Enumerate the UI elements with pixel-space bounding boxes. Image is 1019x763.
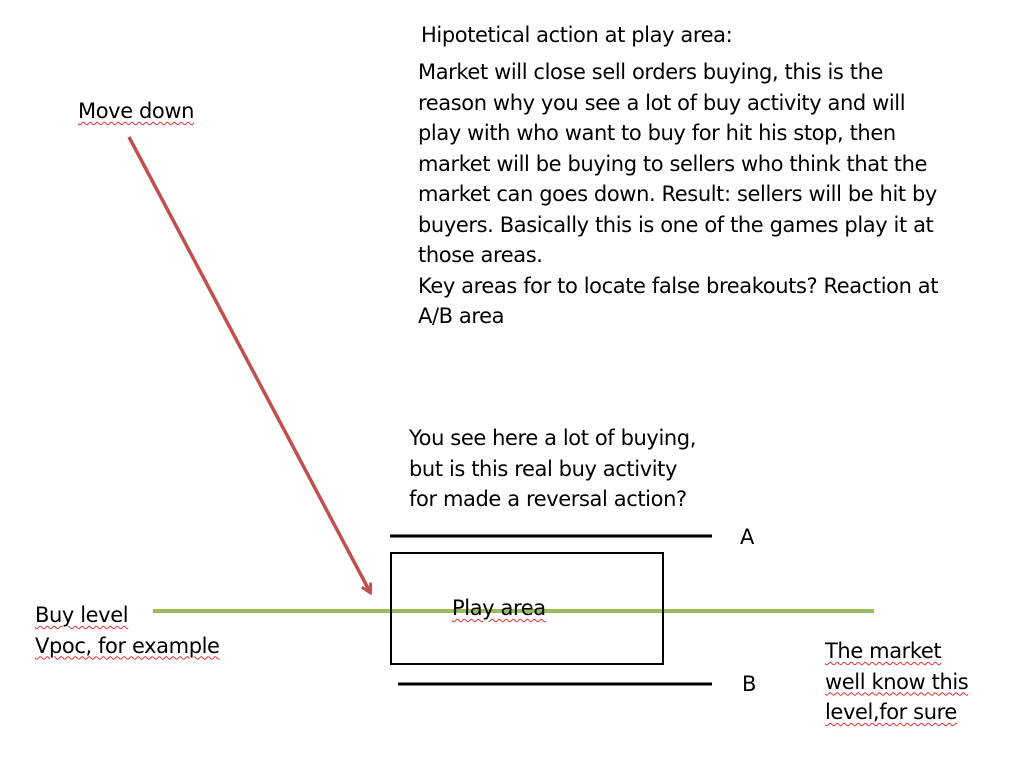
market-note-line: The market (825, 639, 942, 663)
question-line: but is this real buy activity (409, 456, 678, 481)
description-line: A/B area (418, 304, 505, 328)
description-line: buyers. Basically this is one of the gam… (418, 212, 934, 237)
description-line: reason why you see a lot of buy activity… (418, 90, 906, 115)
question-line: for made a reversal action? (409, 487, 687, 511)
description-line: those areas. (418, 243, 543, 267)
play-area-label: Play area (452, 596, 546, 620)
level-a-label: A (740, 525, 754, 549)
market-note-line: level,for sure (825, 700, 957, 724)
market-note-line: well know this (825, 669, 969, 694)
description-line: play with who want to buy for hit his st… (418, 121, 896, 145)
move-down-label: Move down (78, 99, 195, 123)
hypothesis-title: Hipotetical action at play area: (421, 20, 733, 51)
move-down-arrow (127, 136, 370, 592)
buy-level-line-2: Vpoc, for example (35, 633, 220, 658)
description-line: Market will close sell orders buying, th… (418, 60, 883, 84)
description-line: market can goes down. Result: sellers wi… (418, 182, 937, 206)
question-line: You see here a lot of buying, (409, 426, 696, 450)
description-line: Key areas for to locate false breakouts?… (418, 273, 939, 298)
description-line: market will be buying to sellers who thi… (418, 151, 928, 176)
buy-level-line-1: Buy level (35, 603, 129, 627)
play-area-box (390, 552, 664, 665)
hypothesis-title-text: Hipotetical action at play area: (421, 23, 733, 47)
level-b-label: B (742, 672, 757, 696)
